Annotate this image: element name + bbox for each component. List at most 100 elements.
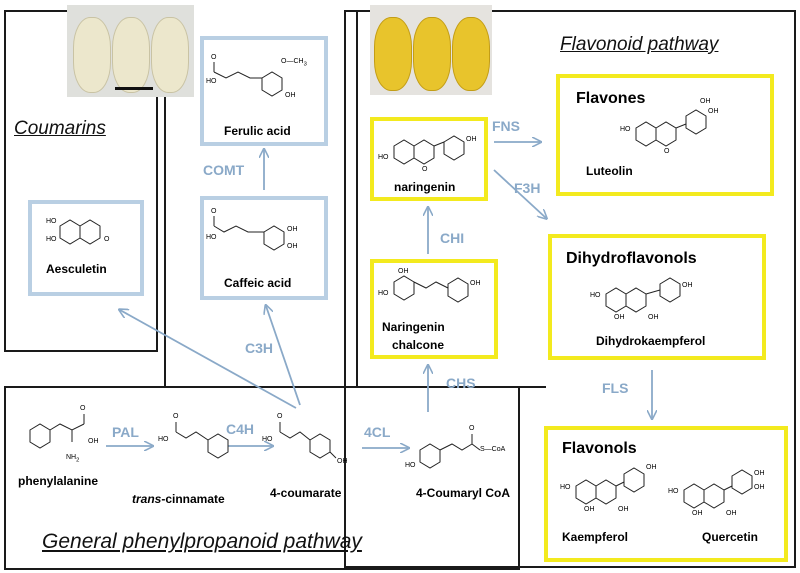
white-melon-3: [151, 17, 189, 93]
label-dihydrokaempferol: Dihydrokaempferol: [596, 334, 706, 348]
naringenin-structure: [393, 139, 415, 165]
flavonols-box: [544, 426, 788, 562]
atom-ch-sub: 3: [303, 61, 307, 68]
enzyme-chs: CHS: [446, 375, 476, 391]
atom-oh-dhk-1: OH: [682, 282, 693, 289]
dihydrokaempferol-structure: [605, 287, 627, 313]
atom-oh-coum: OH: [337, 458, 348, 465]
atom-oh-que-2: OH: [754, 484, 765, 491]
scale-bar: [115, 87, 153, 90]
trans-suffix: -cinnamate: [161, 492, 225, 506]
atom-sCoA: S—CoA: [480, 446, 506, 453]
flavonoid-region: [344, 10, 796, 568]
atom-oh-que-1: OH: [754, 470, 765, 477]
label-naringenin-chalcone-2: chalcone: [392, 338, 445, 352]
ferulic-acid-structure: [261, 71, 283, 97]
general-pathway-region: [4, 386, 520, 570]
atom-oh-phe: OH: [88, 438, 99, 445]
label-aesculetin: Aesculetin: [46, 262, 107, 276]
label-caffeic-acid: Caffeic acid: [224, 276, 292, 290]
flavonoid-title: Flavonoid pathway: [560, 34, 719, 55]
atom-ho-que: HO: [668, 488, 679, 495]
atom-ho-caff: HO: [206, 234, 217, 241]
atom-oh-kae-3: OH: [584, 506, 595, 513]
atom-oh-chal-3: OH: [470, 280, 481, 287]
atom-o-caff: O: [211, 208, 217, 215]
yellow-melon-3: [452, 17, 490, 91]
coumarin-inner-right: [164, 10, 166, 386]
kaempferol-structure: [575, 479, 597, 505]
label-kaempferol: Kaempferol: [562, 530, 629, 544]
atom-oh-dhk-3: OH: [614, 314, 625, 321]
enzyme-fns: FNS: [492, 118, 520, 134]
atom-oh-nar: OH: [466, 136, 477, 143]
atom-oh-coa: HO: [405, 462, 416, 469]
atom-oh-chal-2: OH: [398, 268, 409, 275]
4-coumaryl-coa-structure: [419, 443, 441, 469]
atom-ho-fer: HO: [206, 78, 217, 85]
atom-nh2-phe: NH2: [66, 454, 79, 463]
atom-oh-dhk-2: OH: [648, 314, 659, 321]
heading-flavonols: Flavonols: [562, 440, 637, 457]
atom-oh-caff-1: OH: [287, 226, 298, 233]
label-luteolin: Luteolin: [586, 164, 633, 178]
white-melon-1: [73, 17, 111, 93]
label-quercetin: Quercetin: [702, 530, 759, 544]
atom-o-fer: O: [211, 54, 217, 61]
atom-o-coa: O: [469, 425, 475, 432]
white-melon-photo: [67, 5, 194, 97]
enzyme-c3h: C3H: [245, 340, 274, 356]
white-melon-2: [112, 17, 150, 93]
caffeic-acid-structure: [263, 225, 285, 251]
label-ferulic-acid: Ferulic acid: [224, 124, 291, 138]
label-naringenin-chalcone-1: Naringenin: [382, 320, 445, 334]
yellow-melon-2: [413, 17, 451, 91]
label-phenylalanine: phenylalanine: [18, 474, 99, 488]
yellow-melon-photo: [370, 5, 492, 95]
arrow-to-aesculetin: [120, 310, 297, 409]
label-4-coumarate: 4-coumarate: [270, 486, 342, 500]
atom-ho-chal-1: HO: [378, 290, 389, 297]
enzyme-comt: COMT: [203, 162, 245, 178]
atom-ho-aes-2: HO: [46, 236, 57, 243]
atom-oh-que-3: OH: [726, 510, 737, 517]
atom-o-cinn: O: [173, 413, 179, 420]
atom-oh-kae-2: OH: [618, 506, 629, 513]
arrow-c3h: [266, 306, 301, 406]
atom-ch: CH: [293, 58, 304, 65]
heading-dihydroflavonols: Dihydroflavonols: [566, 250, 697, 267]
quercetin-structure: [683, 483, 705, 509]
general-pathway-title: General phenylpropanoid pathway: [42, 530, 362, 553]
arrow-f3h: [493, 169, 546, 218]
atom-o-aes: O: [104, 236, 110, 243]
aesculetin-structure: [59, 219, 81, 245]
coumarins-title: Coumarins: [14, 118, 106, 139]
atom-oh-lut-2: OH: [700, 98, 711, 105]
atom-ho-cinn: HO: [158, 436, 169, 443]
label-naringenin: naringenin: [394, 180, 456, 194]
atom-o-methoxy: O: [281, 58, 287, 65]
atom-ho-coum: HO: [262, 436, 273, 443]
naringenin-box: [370, 117, 488, 201]
atom-o-nar: O: [422, 166, 428, 173]
atom-ho-lut: HO: [620, 126, 631, 133]
enzyme-f3h: F3H: [514, 180, 541, 196]
naringenin-chalcone-structure: [393, 275, 415, 301]
atom-oh-que-4: OH: [692, 510, 703, 517]
enzyme-4cl: 4CL: [364, 424, 391, 440]
flavonoid-inner-bottom: [356, 386, 546, 388]
trans-prefix: trans: [132, 492, 162, 506]
atom-nh: NH: [66, 454, 77, 461]
luteolin-structure: [635, 121, 657, 147]
flavones-box: [556, 74, 774, 196]
enzyme-fls: FLS: [602, 380, 629, 396]
atom-ho-aes-1: HO: [46, 218, 57, 225]
label-4-coumaryl-coa: 4-Coumaryl CoA: [416, 486, 511, 500]
caffeic-acid-box: [200, 196, 328, 300]
atom-ho-nar: HO: [378, 154, 389, 161]
enzyme-pal: PAL: [112, 424, 139, 440]
atom-o-coum: O: [277, 413, 283, 420]
atom-ho-kae: HO: [560, 484, 571, 491]
aesculetin-box: [28, 200, 144, 296]
